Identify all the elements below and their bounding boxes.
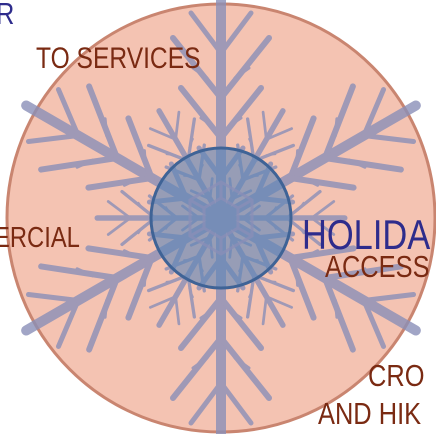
label-hiking: AND HIK [318, 398, 421, 429]
label-commercial: ERCIAL [0, 224, 80, 253]
label-cross: CRO [368, 360, 424, 391]
label-access: ACCESS [325, 251, 430, 282]
label-top-fragment: R [0, 0, 14, 29]
label-services: TO SERVICES [36, 44, 201, 74]
inner-circle [151, 148, 291, 288]
